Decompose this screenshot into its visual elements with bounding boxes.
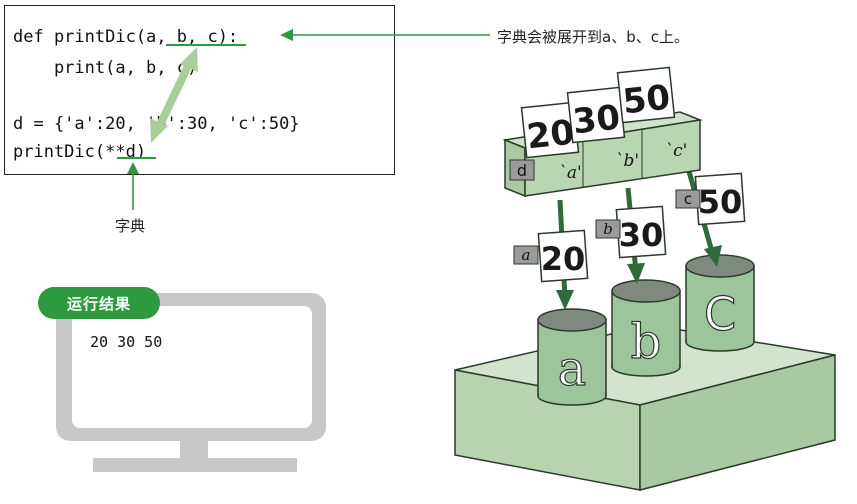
falling-card-a bbox=[537, 229, 589, 283]
card-50 bbox=[616, 66, 676, 124]
key-label-c: `c' bbox=[665, 141, 688, 161]
param-tag-b-label: b bbox=[603, 220, 613, 238]
param-tag-a bbox=[513, 245, 539, 265]
dict-arrow-head bbox=[127, 162, 139, 174]
card-50-text: 50 bbox=[621, 78, 672, 123]
falling-card-b-text: 30 bbox=[619, 216, 664, 254]
falling-card-a-text: 20 bbox=[541, 240, 586, 278]
can-b bbox=[611, 279, 681, 377]
monitor-icon bbox=[56, 293, 326, 472]
dict-annotation: 字典 bbox=[115, 217, 146, 235]
result-label: 运行结果 bbox=[38, 287, 160, 319]
dict-box-tag bbox=[509, 159, 535, 181]
param-tag-c-label: c bbox=[684, 190, 692, 208]
double-arrow bbox=[150, 47, 198, 143]
dict-box-label: d bbox=[517, 161, 527, 180]
key-label-b: `b' bbox=[615, 151, 639, 171]
can-a bbox=[537, 308, 607, 406]
key-label-a: `a' bbox=[558, 163, 581, 183]
can-letter-a: a bbox=[558, 341, 587, 397]
falling-card-c-text: 50 bbox=[698, 183, 743, 221]
code-block: def printDic(a, b, c): print(a, b, c) d … bbox=[4, 5, 395, 175]
can-c bbox=[685, 254, 755, 352]
param-tag-a-label: a bbox=[522, 246, 531, 264]
can-letter-b: b bbox=[631, 314, 662, 370]
can-letter-c: C bbox=[704, 287, 736, 341]
param-tag-c bbox=[675, 189, 701, 209]
code-line-1: def printDic(a, b, c): bbox=[13, 27, 239, 47]
param-tag-b bbox=[595, 219, 621, 239]
expand-arrow-head bbox=[280, 29, 293, 41]
expand-annotation: 字典会被展开到a、b、c上。 bbox=[497, 28, 689, 46]
code-line-5: printDic(**d) bbox=[13, 142, 147, 162]
output-text: 20 30 50 bbox=[90, 333, 163, 351]
card-20-text: 20 bbox=[525, 113, 576, 158]
code-line-2: print(a, b, c) bbox=[13, 58, 198, 78]
card-30-text: 30 bbox=[571, 98, 622, 143]
